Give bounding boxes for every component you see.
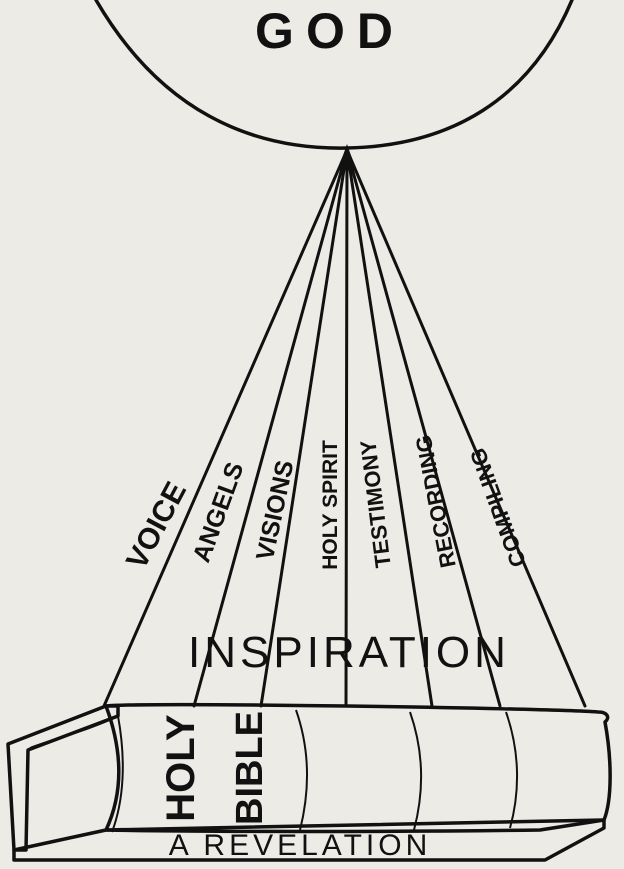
channel-compiling: COMPILING: [465, 445, 531, 571]
ray-7: [347, 150, 585, 706]
spine-band-3: [506, 712, 517, 828]
inspiration-label: INSPIRATION: [188, 628, 510, 677]
god-label: GOD: [255, 3, 405, 59]
channel-labels: VOICE ANGELS VISIONS HOLY SPIRIT TESTIMO…: [120, 433, 531, 574]
ray-2: [194, 150, 347, 706]
ray-4: [346, 150, 347, 706]
ray-3: [261, 150, 347, 706]
ray-6: [347, 150, 500, 706]
channel-recording: RECORDING: [411, 433, 461, 570]
revelation-caption: A REVELATION: [169, 829, 432, 862]
book-word-bible: BIBLE: [229, 711, 271, 825]
book-back-cover: [8, 706, 118, 850]
channel-angels: ANGELS: [188, 459, 250, 566]
ray-5: [347, 150, 432, 706]
channel-testimony: TESTIMONY: [355, 438, 395, 569]
ray-1: [104, 150, 347, 706]
spine-curve: [30, 716, 123, 832]
holy-bible-book: HOLY BIBLE A REVELATION: [8, 705, 610, 862]
rays: [104, 144, 585, 706]
book-word-holy: HOLY: [159, 714, 203, 822]
channel-holy-spirit: HOLY SPIRIT: [319, 440, 342, 570]
spine-band-2: [410, 712, 421, 830]
spine-band-1: [296, 710, 307, 830]
